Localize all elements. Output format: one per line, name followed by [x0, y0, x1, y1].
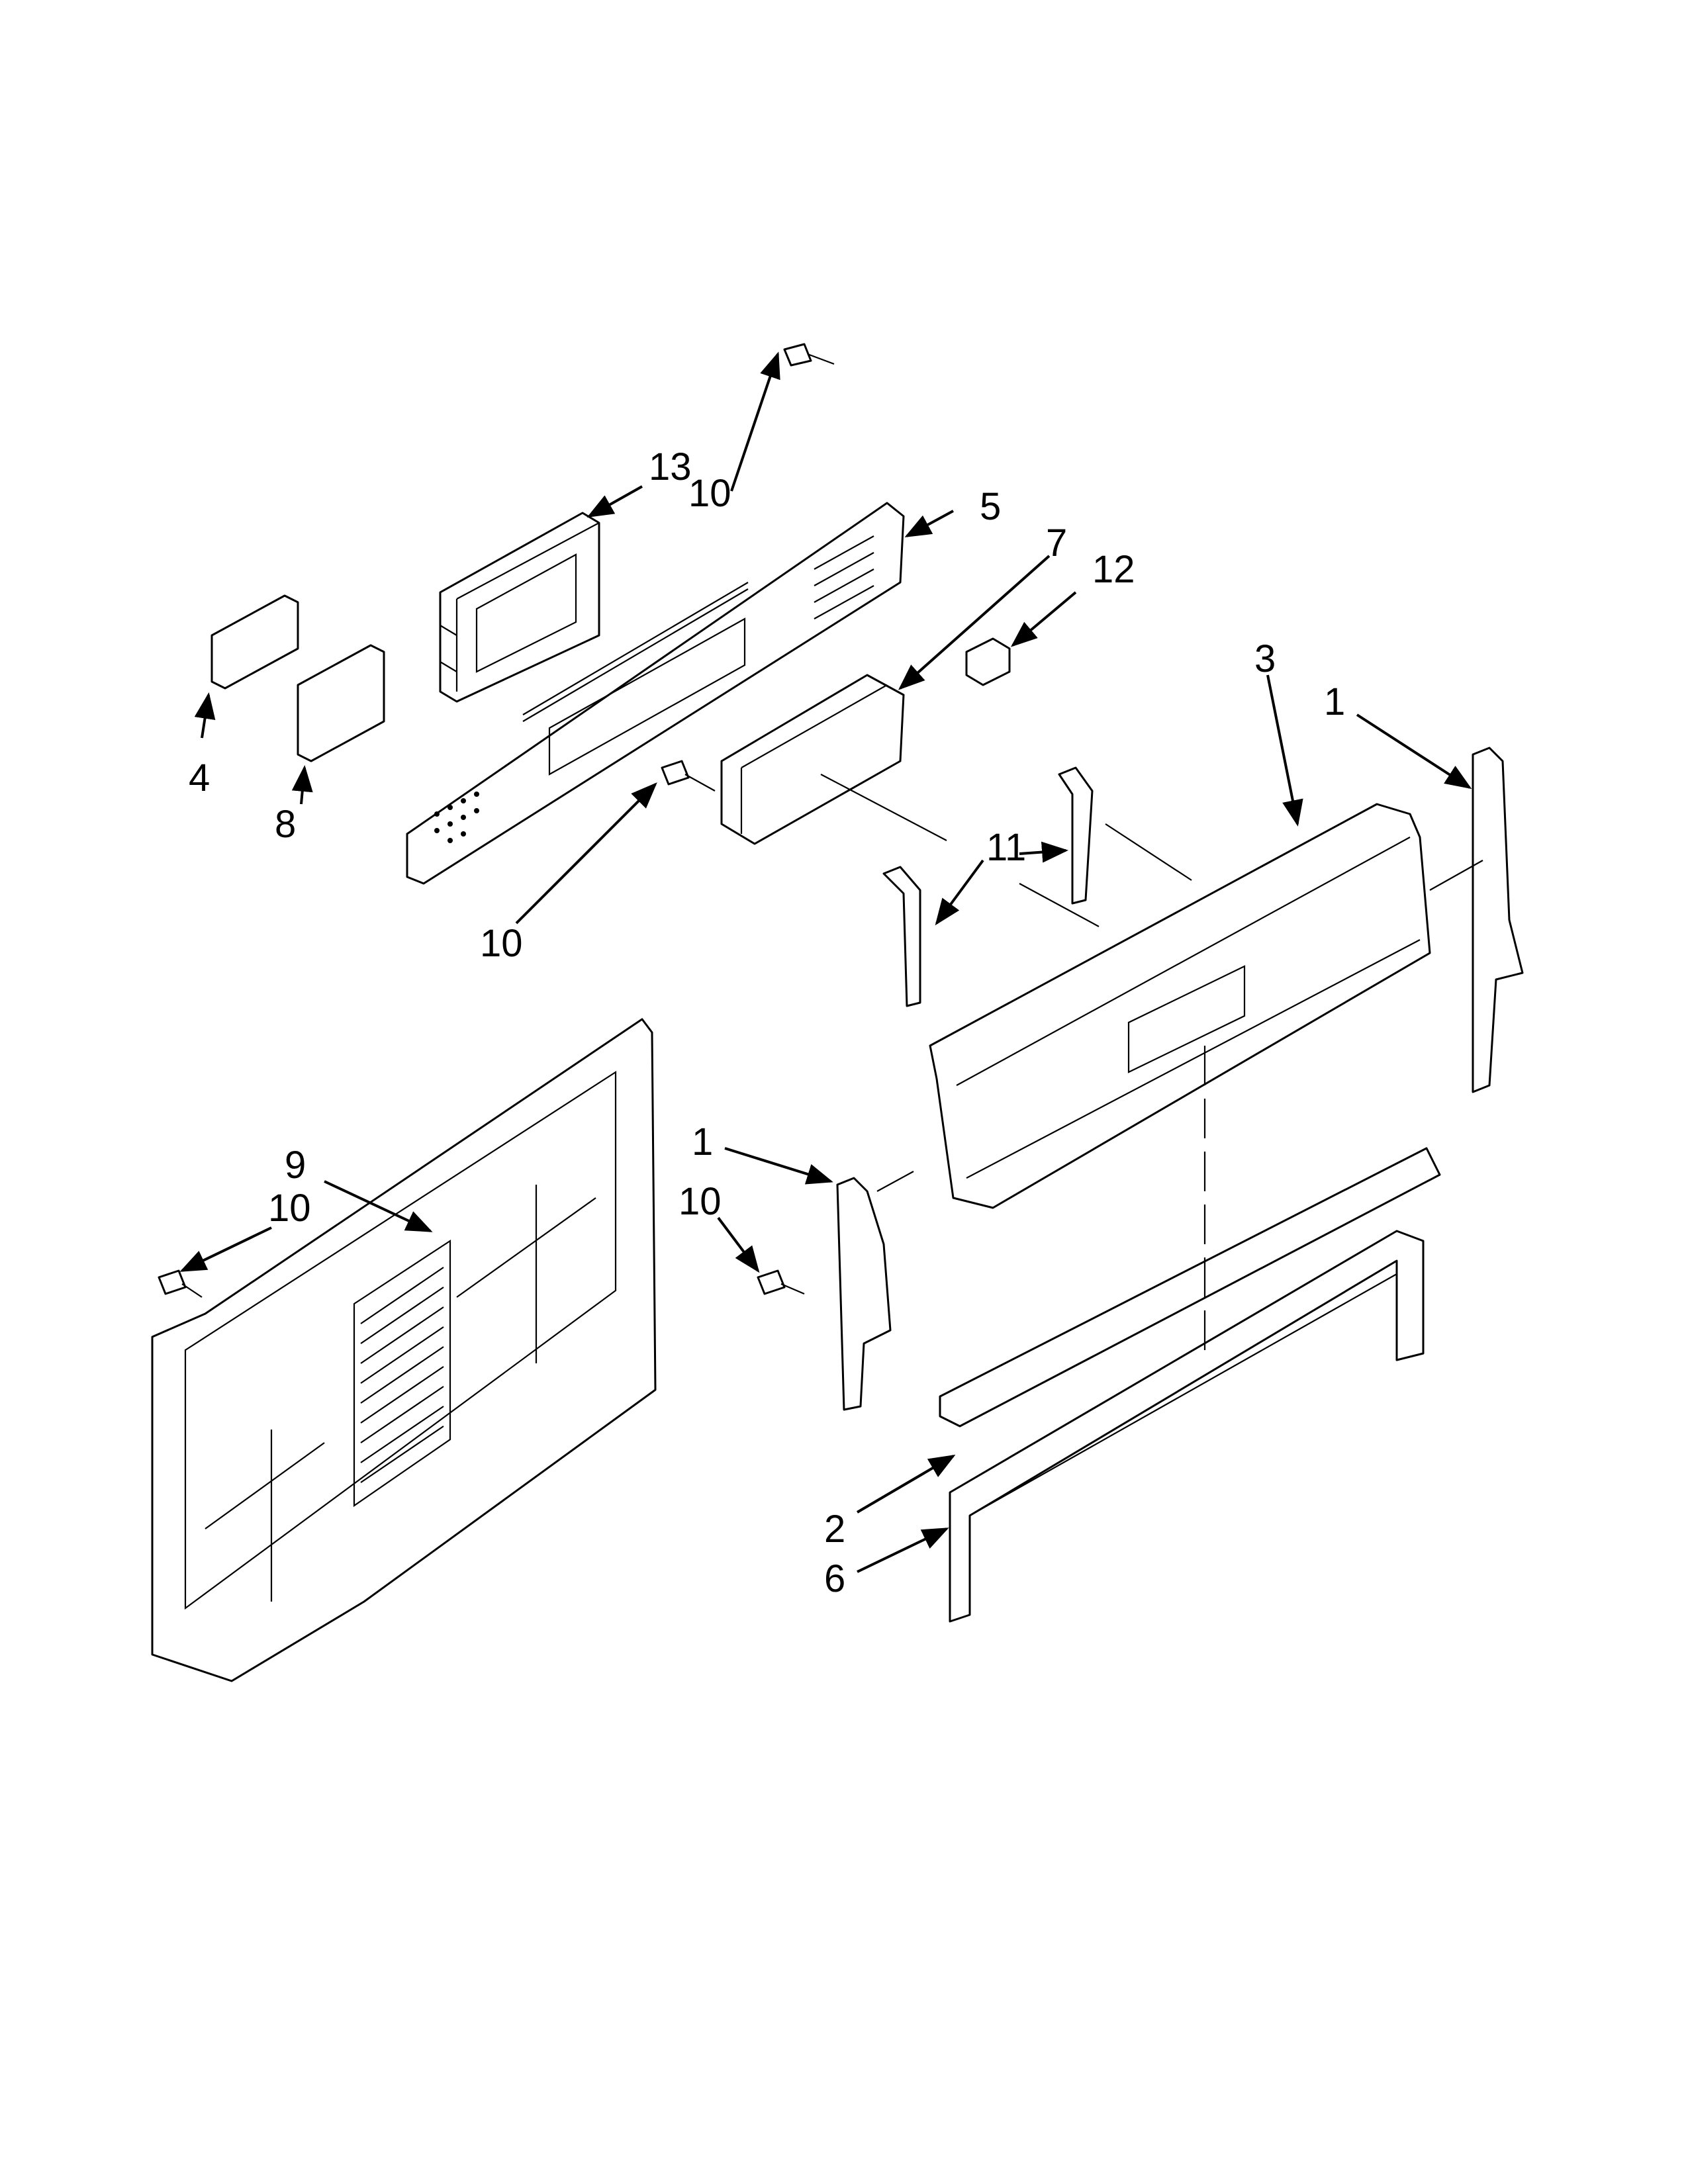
callout-1-right: 1 [1324, 680, 1345, 723]
callout-5: 5 [980, 485, 1001, 528]
callout-10-center: 10 [679, 1180, 722, 1223]
part-3-console-panel [929, 803, 1431, 1209]
part-13-bracket [439, 512, 600, 703]
callout-7: 7 [1046, 522, 1067, 565]
part-1-endcap-right [1472, 747, 1524, 1093]
callout-9: 9 [285, 1144, 306, 1187]
callout-leaders [179, 351, 1472, 1573]
callout-13: 13 [649, 445, 692, 488]
callout-6: 6 [824, 1557, 845, 1600]
callout-10-lower: 10 [268, 1187, 311, 1230]
callout-8: 8 [275, 803, 296, 846]
part-10-screw-lower [158, 1269, 203, 1298]
part-11-bracket-right [1058, 766, 1094, 905]
assembly-lines [820, 774, 1483, 1357]
part-11-bracket-left [882, 866, 921, 1007]
part-6-lower-bracket [949, 1230, 1425, 1623]
callout-10-mid: 10 [480, 922, 523, 965]
part-5-panel [406, 502, 905, 885]
callout-10-top: 10 [688, 472, 731, 515]
callout-12: 12 [1092, 548, 1135, 591]
part-9-rear-panel [151, 1018, 657, 1682]
callout-11: 11 [986, 826, 1026, 869]
part-10-screw-top [783, 343, 835, 367]
callout-4: 4 [189, 756, 210, 799]
part-12-switch [965, 637, 1011, 686]
callout-2: 2 [824, 1508, 845, 1551]
part-4-control-board [211, 594, 299, 690]
part-1-endcap-left [836, 1177, 892, 1411]
part-7-control-housing [720, 674, 905, 845]
part-10-screw-center [757, 1269, 805, 1295]
part-2-trim [939, 1147, 1441, 1428]
callout-1-left: 1 [692, 1120, 713, 1163]
vent-hole-grid [434, 792, 479, 843]
callout-3: 3 [1254, 637, 1276, 680]
callout-labels: 13 10 5 7 12 3 1 4 8 11 10 9 10 1 10 2 6 [189, 445, 1345, 1600]
part-8-board-bracket [297, 644, 385, 762]
part-10-screw-mid [661, 760, 716, 792]
